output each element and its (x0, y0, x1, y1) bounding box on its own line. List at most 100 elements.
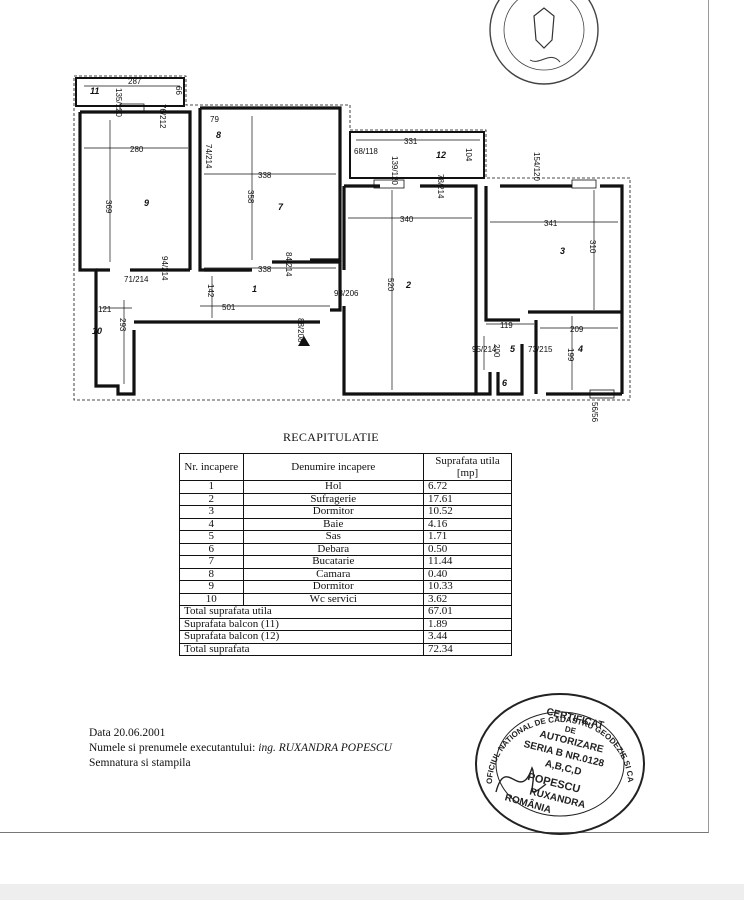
cell-name: Hol (242, 480, 425, 494)
dimension-label: 340 (400, 215, 414, 224)
dimension-label: 95/214 (472, 345, 497, 354)
date-line: Data 20.06.2001 (89, 727, 166, 739)
total-label: Total suprafata utila (178, 605, 425, 619)
dimension-label: 209 (570, 325, 584, 334)
cell-nr: 2 (179, 492, 244, 506)
bottom-margin-bar (0, 884, 744, 900)
dimension-label: 119 (500, 321, 513, 330)
total-value: 67.01 (423, 605, 512, 619)
cell-area: 0.40 (423, 567, 512, 581)
room-number: 8 (216, 130, 221, 140)
top-seal-stamp (489, 0, 599, 85)
executor-label: Numele si prenumele executantului: (89, 742, 256, 754)
dimension-label: 199 (566, 348, 575, 362)
cell-area: 4.16 (423, 517, 512, 531)
cell-nr: 8 (179, 567, 244, 581)
cell-area: 1.71 (423, 530, 512, 544)
floor-plan: 1 2 3 4 5 6 7 8 9 10 11 12 280 369 338 3… (73, 75, 631, 423)
signature-line: Semnatura si stampila (89, 757, 191, 769)
cell-nr: 4 (179, 517, 244, 531)
room-number: 12 (436, 150, 446, 160)
dimension-label: 310 (588, 240, 597, 254)
cell-name: Sufragerie (242, 492, 425, 506)
room-number: 3 (560, 246, 565, 256)
cell-nr: 9 (179, 580, 244, 594)
cell-name: Bucatarie (242, 555, 425, 569)
room-number: 11 (90, 86, 99, 96)
dimension-label: 121 (98, 305, 112, 314)
dimension-label: 280 (130, 145, 144, 154)
dimension-label: 66 (174, 86, 183, 95)
dimension-label: 68/118 (354, 147, 378, 156)
cell-nr: 6 (179, 542, 244, 556)
room-number: 2 (405, 280, 411, 290)
total-label: Suprafata balcon (11) (178, 617, 425, 631)
total-label: Suprafata balcon (12) (178, 630, 425, 644)
page-border (0, 0, 709, 833)
dimension-label: 139/120 (390, 156, 399, 185)
cell-name: Wc servici (242, 592, 425, 606)
dimension-label: 369 (104, 200, 113, 214)
cell-area: 0.50 (423, 542, 512, 556)
cell-nr: 1 (179, 480, 244, 494)
cell-area: 3.62 (423, 592, 512, 606)
dimension-label: 94/214 (160, 256, 169, 281)
cell-area: 10.33 (423, 580, 512, 594)
recap-table: Nr. incapere Denumire incapere Suprafata… (178, 453, 512, 656)
dimension-label: 331 (404, 137, 418, 146)
dimension-labels: 280 369 338 358 338 340 520 341 310 209 … (98, 77, 599, 423)
total-row: Suprafata balcon (11)1.89 (178, 617, 512, 631)
cell-name: Sas (242, 530, 425, 544)
dimension-label: 74/214 (204, 144, 213, 169)
executor-line: Numele si prenumele executantului: ing. … (89, 741, 392, 756)
room-number: 10 (92, 326, 102, 336)
dimension-label: 76/212 (158, 104, 167, 129)
dimension-label: 287 (128, 77, 142, 86)
room-number: 1 (252, 284, 257, 294)
recap-title: RECAPITULATIE (283, 430, 379, 444)
authorization-stamp: OFICIUL NATIONAL DE CADASTRU GEODEZIE SI… (462, 684, 645, 835)
cell-nr: 3 (179, 505, 244, 519)
total-value: 72.34 (423, 642, 512, 656)
cell-area: 10.52 (423, 505, 512, 519)
table-header-row: Nr. incapere Denumire incapere Suprafata… (179, 453, 512, 481)
cell-name: Debara (242, 542, 425, 556)
cell-nr: 10 (179, 592, 244, 606)
cell-area: 6.72 (423, 480, 512, 494)
room-number: 6 (502, 378, 508, 388)
header-room-number: Nr. incapere (179, 453, 244, 481)
dimension-label: 338 (258, 265, 272, 274)
dimension-label: 135/120 (114, 88, 123, 117)
dimension-label: 200 (492, 344, 501, 358)
cell-name: Dormitor (242, 505, 425, 519)
cell-name: Camara (242, 567, 425, 581)
executor-name: ing. RUXANDRA POPESCU (258, 742, 392, 754)
dimension-label: 79 (210, 115, 219, 124)
dimension-label: 338 (258, 171, 272, 180)
dimension-label: 93/206 (334, 289, 359, 298)
room-labels: 1 2 3 4 5 6 7 8 9 10 11 12 (90, 86, 583, 388)
dimension-label: 501 (222, 303, 236, 312)
cell-name: Dormitor (242, 580, 425, 594)
cell-nr: 5 (179, 530, 244, 544)
dimension-label: 71/214 (124, 275, 149, 284)
dimension-label: 341 (544, 219, 558, 228)
cell-area: 11.44 (423, 555, 512, 569)
dimension-label: 293 (118, 318, 127, 332)
dimension-label: 520 (386, 278, 395, 292)
cell-name: Baie (242, 517, 425, 531)
room-number: 9 (144, 198, 149, 208)
total-value: 3.44 (423, 630, 512, 644)
total-row: Suprafata balcon (12)3.44 (178, 630, 512, 644)
